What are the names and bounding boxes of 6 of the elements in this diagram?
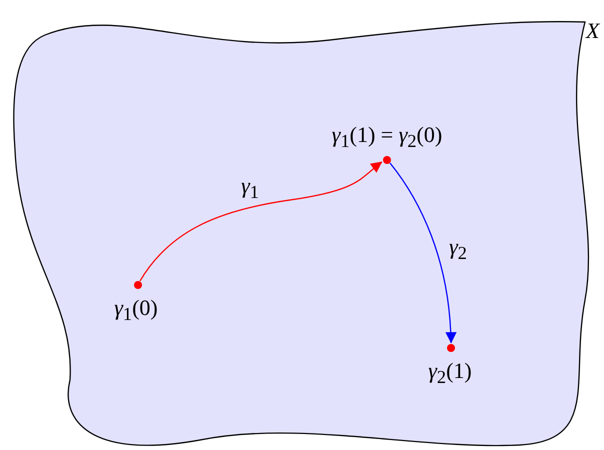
point-label: γ$_{1}$(1) = γ$_{2}$(0) (332, 122, 442, 152)
arrow (390, 162, 456, 344)
region-label: X (586, 18, 600, 44)
point-label: γ$_{2}$(1) (428, 358, 472, 388)
point-label: γ$_{1}$(0) (114, 294, 158, 326)
arrow (140, 162, 382, 282)
